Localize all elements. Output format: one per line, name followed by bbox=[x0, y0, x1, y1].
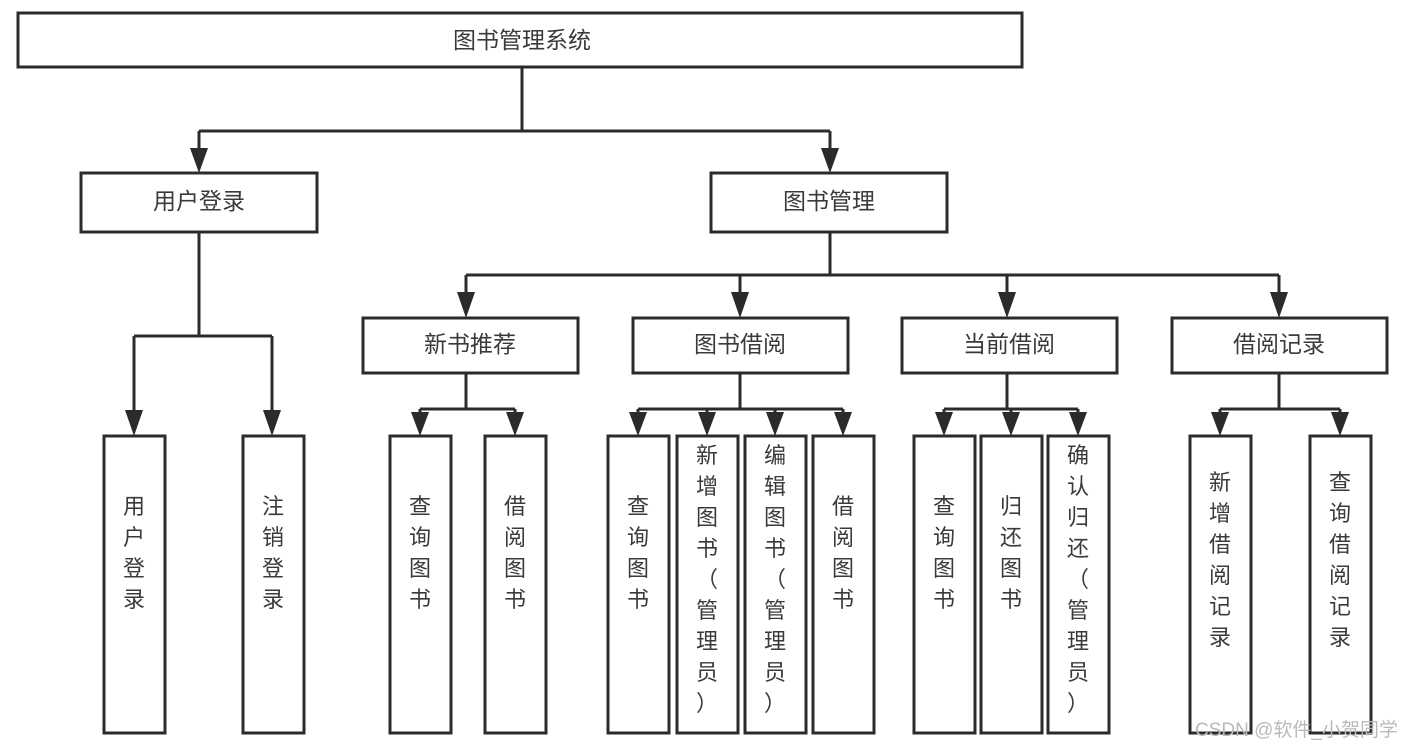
arrow-head-leaf-user-login bbox=[125, 410, 143, 436]
node-leaf-query-book-2-box[interactable] bbox=[606, 434, 671, 735]
node-leaf-query-book-3-label: 查询图书 bbox=[933, 494, 955, 612]
node-leaf-confirm-return-box[interactable] bbox=[1046, 434, 1111, 735]
node-new-book-rec-box[interactable] bbox=[361, 316, 580, 375]
node-leaf-query-record[interactable]: 查询借阅记录 bbox=[1308, 434, 1373, 735]
connector-group-book-manage-to-level3 bbox=[457, 232, 1288, 318]
node-leaf-query-book-3-box[interactable] bbox=[912, 434, 977, 735]
node-leaf-query-record-label: 查询借阅记录 bbox=[1329, 470, 1351, 650]
arrow-head-leaf-query-book-1 bbox=[411, 412, 429, 436]
node-leaf-query-record-box[interactable] bbox=[1308, 434, 1373, 735]
node-leaf-user-login-label: 用户登录 bbox=[123, 494, 145, 612]
node-leaf-query-book-2[interactable]: 查询图书 bbox=[606, 434, 671, 735]
arrow-head-leaf-borrow-book-1 bbox=[506, 412, 524, 436]
connector-group-current-borrow-to-leaves bbox=[935, 373, 1087, 436]
node-leaf-user-login-box[interactable] bbox=[102, 434, 167, 735]
node-leaf-return-book-box[interactable] bbox=[979, 434, 1044, 735]
node-user-login[interactable]: 用户登录 bbox=[79, 171, 319, 234]
arrow-head-user-login bbox=[190, 148, 208, 173]
node-borrow-record-label: 借阅记录 bbox=[1233, 331, 1325, 357]
node-leaf-logout-label: 注销登录 bbox=[262, 494, 284, 612]
csdn-watermark: CSDN @软件_小贺同学 bbox=[1195, 719, 1398, 741]
arrow-head-leaf-query-record bbox=[1331, 412, 1349, 436]
node-user-login-label: 用户登录 bbox=[153, 188, 245, 214]
node-leaf-query-book-1-box[interactable] bbox=[388, 434, 453, 735]
node-leaf-query-book-2-label: 查询图书 bbox=[627, 494, 649, 612]
node-leaf-edit-book-label: 编辑图书（管理员） bbox=[764, 443, 786, 716]
node-book-manage-label: 图书管理 bbox=[783, 188, 875, 214]
arrow-head-leaf-query-book-2 bbox=[629, 412, 647, 436]
arrow-head-leaf-query-book-3 bbox=[935, 412, 953, 436]
node-leaf-confirm-return[interactable]: 确认归还（管理员） bbox=[1046, 434, 1111, 735]
arrow-head-leaf-confirm-return bbox=[1069, 412, 1087, 436]
node-leaf-add-record[interactable]: 新增借阅记录 bbox=[1188, 434, 1253, 735]
arrow-head-leaf-borrow-book-2 bbox=[834, 412, 852, 436]
connector-group-user-login-to-leaves bbox=[125, 232, 281, 436]
arrow-head-book-borrow bbox=[731, 292, 749, 318]
node-root-label: 图书管理系统 bbox=[453, 27, 591, 53]
connector-group-root-to-level2 bbox=[190, 67, 839, 173]
node-leaf-add-book[interactable]: 新增图书（管理员） bbox=[675, 434, 740, 735]
node-leaf-confirm-return-label: 确认归还（管理员） bbox=[1067, 443, 1089, 716]
arrow-head-leaf-add-book bbox=[698, 412, 716, 436]
node-leaf-borrow-book-1-label: 借阅图书 bbox=[504, 494, 526, 612]
arrow-head-borrow-record bbox=[1270, 292, 1288, 318]
node-leaf-logout-box[interactable] bbox=[241, 434, 306, 735]
node-user-login-box[interactable] bbox=[79, 171, 319, 234]
node-leaf-add-book-label: 新增图书（管理员） bbox=[696, 443, 718, 716]
node-leaf-edit-book[interactable]: 编辑图书（管理员） bbox=[743, 434, 808, 735]
node-borrow-record-box[interactable] bbox=[1170, 316, 1389, 375]
arrow-head-current-borrow bbox=[998, 292, 1016, 318]
node-leaf-borrow-book-2[interactable]: 借阅图书 bbox=[811, 434, 876, 735]
node-leaf-borrow-book-1-box[interactable] bbox=[483, 434, 548, 735]
node-leaf-add-book-box[interactable] bbox=[675, 434, 740, 735]
node-leaf-query-book-3[interactable]: 查询图书 bbox=[912, 434, 977, 735]
node-new-book-rec-label: 新书推荐 bbox=[424, 331, 516, 357]
node-book-borrow-box[interactable] bbox=[631, 316, 850, 375]
node-book-manage-box[interactable] bbox=[709, 171, 949, 234]
node-leaf-return-book[interactable]: 归还图书 bbox=[979, 434, 1044, 735]
arrow-head-leaf-logout bbox=[263, 410, 281, 436]
node-current-borrow-label: 当前借阅 bbox=[963, 331, 1055, 357]
node-leaf-edit-book-box[interactable] bbox=[743, 434, 808, 735]
connector-group-new-book-rec-to-leaves bbox=[411, 373, 524, 436]
node-current-borrow[interactable]: 当前借阅 bbox=[900, 316, 1119, 375]
arrow-head-new-book-rec bbox=[457, 292, 475, 318]
arrow-head-book-manage bbox=[821, 148, 839, 173]
arrow-head-leaf-return-book bbox=[1002, 412, 1020, 436]
node-leaf-query-book-1[interactable]: 查询图书 bbox=[388, 434, 453, 735]
node-leaf-add-record-box[interactable] bbox=[1188, 434, 1253, 735]
node-leaf-borrow-book-2-label: 借阅图书 bbox=[832, 494, 854, 612]
node-current-borrow-box[interactable] bbox=[900, 316, 1119, 375]
arrow-head-leaf-edit-book bbox=[766, 412, 784, 436]
node-book-borrow[interactable]: 图书借阅 bbox=[631, 316, 850, 375]
node-leaf-borrow-book-1[interactable]: 借阅图书 bbox=[483, 434, 548, 735]
node-leaf-user-login[interactable]: 用户登录 bbox=[102, 434, 167, 735]
node-book-manage[interactable]: 图书管理 bbox=[709, 171, 949, 234]
arrow-head-leaf-add-record bbox=[1211, 412, 1229, 436]
node-leaf-borrow-book-2-box[interactable] bbox=[811, 434, 876, 735]
node-root[interactable]: 图书管理系统 bbox=[16, 11, 1024, 69]
node-leaf-query-book-1-label: 查询图书 bbox=[409, 494, 431, 612]
connector-group-borrow-record-to-leaves bbox=[1211, 373, 1349, 436]
node-root-box[interactable] bbox=[16, 11, 1024, 69]
node-new-book-rec[interactable]: 新书推荐 bbox=[361, 316, 580, 375]
node-leaf-add-record-label: 新增借阅记录 bbox=[1209, 470, 1231, 650]
node-leaf-return-book-label: 归还图书 bbox=[1000, 494, 1022, 612]
node-borrow-record[interactable]: 借阅记录 bbox=[1170, 316, 1389, 375]
node-book-borrow-label: 图书借阅 bbox=[694, 331, 786, 357]
node-leaf-logout[interactable]: 注销登录 bbox=[241, 434, 306, 735]
connector-group-book-borrow-to-leaves bbox=[629, 373, 852, 436]
